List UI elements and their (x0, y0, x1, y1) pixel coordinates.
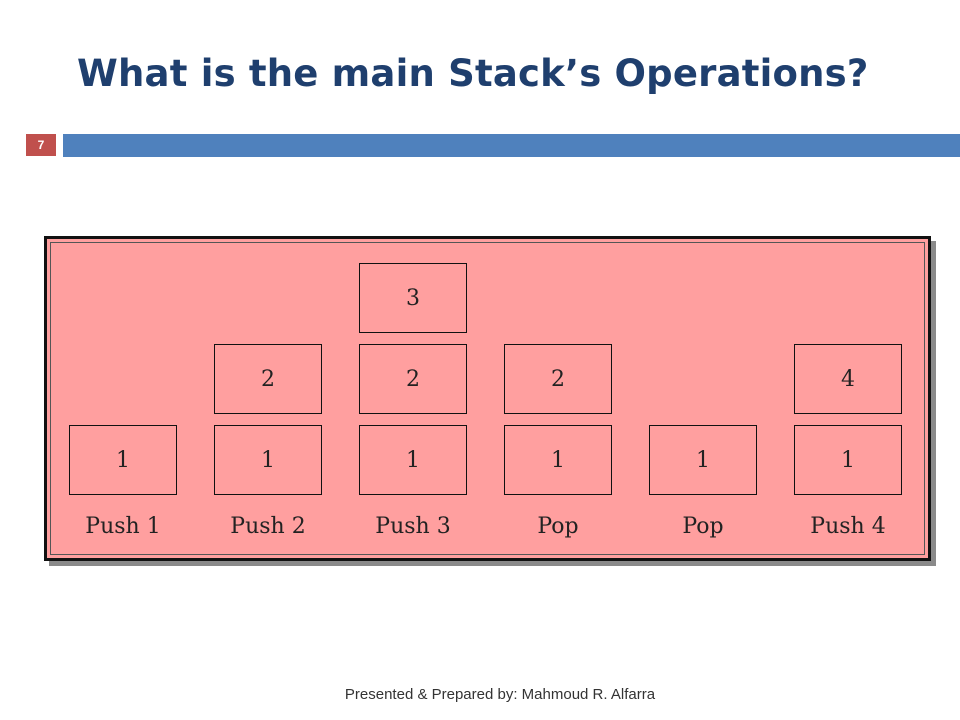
stack-cell: 2 (504, 344, 612, 414)
stack-cell: 1 (794, 425, 902, 495)
operation-label: Push 3 (375, 514, 451, 539)
stack-cell: 2 (359, 344, 467, 414)
stack-cell: 1 (359, 425, 467, 495)
stack-cell: 1 (214, 425, 322, 495)
operation-label: Pop (537, 514, 579, 539)
operation-label: Push 4 (810, 514, 886, 539)
stack-operations-diagram: 1 Push 1 1 2 Push 2 1 2 3 Push 3 1 2 Pop… (44, 236, 931, 561)
footer-credit: Presented & Prepared by: Mahmoud R. Alfa… (344, 686, 656, 703)
stack-cell: 3 (359, 263, 467, 333)
operation-label: Pop (682, 514, 724, 539)
stack-cell: 1 (649, 425, 757, 495)
stack-cell: 1 (504, 425, 612, 495)
operation-label: Push 1 (85, 514, 161, 539)
stack-cell: 1 (69, 425, 177, 495)
stack-cell: 4 (794, 344, 902, 414)
operation-label: Push 2 (230, 514, 306, 539)
slide-number: 7 (26, 134, 56, 156)
header-bar (63, 134, 960, 157)
stack-cell: 2 (214, 344, 322, 414)
slide-title: What is the main Stack’s Operations? (77, 52, 869, 95)
